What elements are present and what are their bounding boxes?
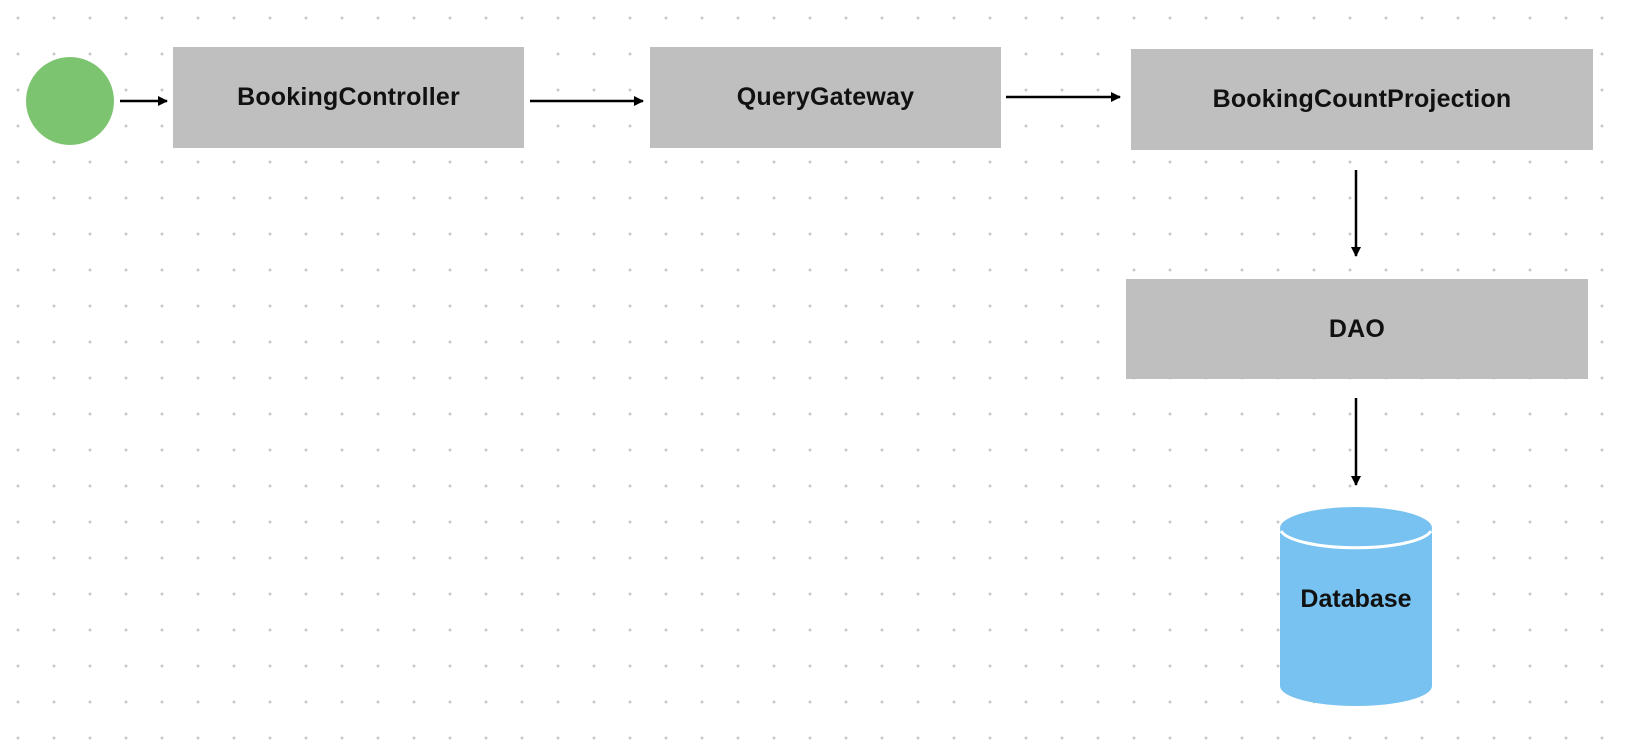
- database-cylinder-body: [1280, 530, 1432, 706]
- query-gateway-node[interactable]: QueryGateway: [650, 47, 1001, 148]
- database-node[interactable]: [1279, 507, 1433, 706]
- start-node[interactable]: [26, 57, 114, 145]
- database-label: Database: [1300, 585, 1412, 613]
- booking-count-projection-label: BookingCountProjection: [1212, 85, 1512, 113]
- booking-count-projection-node[interactable]: BookingCountProjection: [1131, 49, 1593, 150]
- database-cylinder-top: [1280, 507, 1432, 549]
- booking-controller-label: BookingController: [237, 83, 460, 111]
- query-gateway-label: QueryGateway: [736, 83, 915, 111]
- database-cylinder-rim: [1279, 530, 1433, 550]
- dao-label: DAO: [1328, 314, 1386, 343]
- dao-node[interactable]: DAO: [1126, 279, 1588, 379]
- booking-controller-node[interactable]: BookingController: [173, 47, 524, 148]
